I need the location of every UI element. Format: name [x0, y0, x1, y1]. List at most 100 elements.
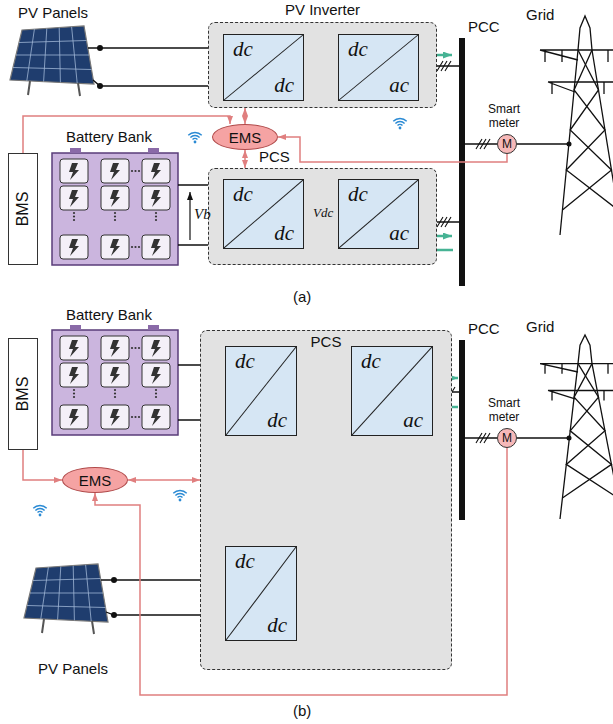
- port-type: dc: [274, 221, 294, 246]
- pv-cell-line: [16, 55, 89, 56]
- label-holder: Grid: [526, 6, 554, 23]
- diagonal-line: [352, 347, 432, 435]
- pv-cell-line: [30, 593, 103, 594]
- cell-bolt: [69, 409, 79, 426]
- battery-bank: [52, 153, 178, 265]
- ellipsis-dot: [131, 170, 133, 172]
- cell-bolt: [151, 239, 161, 256]
- terminal-dot: [111, 612, 117, 618]
- label-holder: (b): [293, 702, 311, 719]
- ellipsis-dot: [138, 347, 140, 349]
- part-label: (a): [293, 288, 311, 305]
- battery-cell: [142, 159, 170, 183]
- node-label: BMS: [14, 192, 32, 227]
- label-holder: Smart meter: [478, 102, 530, 130]
- converter-box: dcac: [338, 34, 419, 101]
- communication-link: [244, 150, 246, 168]
- cell-bolt: [110, 409, 120, 426]
- wifi-icon: [393, 119, 406, 130]
- node-label: EMS: [229, 129, 262, 146]
- ellipsis-dot: [134, 170, 136, 172]
- smart-meter: M: [497, 134, 517, 154]
- port-type: dc: [348, 182, 368, 207]
- voltage-label: Vb: [194, 206, 211, 223]
- port-type: dc: [235, 349, 255, 374]
- ellipsis-dot: [155, 212, 157, 214]
- port-type: ac: [389, 221, 409, 246]
- wifi-icon: [173, 491, 186, 502]
- wifi-dot: [39, 514, 42, 517]
- tower-lattice: [566, 50, 613, 210]
- diagonal-line: [226, 347, 296, 435]
- node-label: EMS: [79, 472, 112, 489]
- cell-bolt: [110, 340, 120, 357]
- wifi-arc: [33, 506, 46, 509]
- diagonal-line: [339, 180, 418, 248]
- cell-bolt: [151, 409, 161, 426]
- part-label: Grid: [526, 6, 554, 23]
- battery-cell: [142, 405, 170, 429]
- transmission-tower: [540, 335, 613, 519]
- cell-bolt: [110, 163, 120, 180]
- wifi-dot: [194, 141, 197, 144]
- pv-cell-line: [13, 68, 92, 70]
- ellipsis-dot: [155, 392, 157, 394]
- cell-bolt: [69, 367, 79, 384]
- ellipsis-dot: [73, 392, 75, 394]
- ellipsis-dot: [155, 389, 157, 391]
- battery-cell: [60, 405, 88, 429]
- ellipsis-dot: [131, 416, 133, 418]
- battery-cells: [60, 159, 170, 259]
- communication-link: [244, 108, 246, 124]
- wifi-icon: [188, 133, 201, 144]
- converter-box: dcdc: [223, 34, 304, 101]
- ellipsis-dot: [131, 347, 133, 349]
- battery-bank: [52, 330, 178, 435]
- pv-panel-stand: [28, 81, 80, 96]
- ellipsis-dot: [114, 392, 116, 394]
- cell-bolt: [151, 163, 161, 180]
- converter-box: dcdc: [225, 546, 297, 641]
- ellipsis-dot: [131, 246, 133, 248]
- cell-bolt: [69, 190, 79, 207]
- ellipsis-dot: [134, 246, 136, 248]
- port-type: ac: [389, 73, 409, 98]
- port-type: ac: [403, 408, 423, 433]
- ellipsis-dot: [73, 212, 75, 214]
- port-type: dc: [233, 182, 253, 207]
- converter-box: dcdc: [223, 179, 304, 249]
- ellipsis-dot: [134, 347, 136, 349]
- ems-ellipse: EMS: [62, 467, 128, 493]
- port-type: dc: [233, 37, 253, 62]
- label-holder: Grid: [526, 318, 554, 335]
- wifi-arc: [393, 119, 406, 122]
- node-label: PCS: [259, 148, 486, 165]
- pv-cell-line: [86, 565, 92, 621]
- communication-link: [128, 479, 200, 481]
- battery-terminal: [148, 148, 159, 153]
- label-holder: PCC: [468, 320, 500, 337]
- pv-cell-line: [33, 579, 101, 581]
- part-label: Battery Bank: [66, 128, 152, 145]
- pv-cell-line: [19, 41, 87, 43]
- port-type: dc: [267, 408, 287, 433]
- label-holder: (a): [293, 288, 311, 305]
- tower-legs: [560, 16, 613, 235]
- battery-cell: [101, 186, 129, 210]
- label-holder: PV Panels: [38, 660, 108, 677]
- node-label: PV Inverter: [209, 1, 436, 18]
- ellipsis-dot: [73, 219, 75, 221]
- pv-wires: [88, 48, 222, 86]
- node-label: BMS: [14, 377, 32, 412]
- terminal-dot: [111, 577, 117, 583]
- part-label: PV Panels: [18, 4, 88, 21]
- battery-terminal: [148, 325, 159, 330]
- ellipsis-dot: [114, 219, 116, 221]
- wifi-arc: [395, 122, 404, 124]
- battery-cell: [101, 336, 129, 360]
- wifi-arc: [173, 491, 186, 494]
- ellipsis-dot: [155, 396, 157, 398]
- ellipsis-dot: [114, 212, 116, 214]
- converter-box: dc dc: [225, 346, 297, 436]
- battery-terminal: [70, 325, 81, 330]
